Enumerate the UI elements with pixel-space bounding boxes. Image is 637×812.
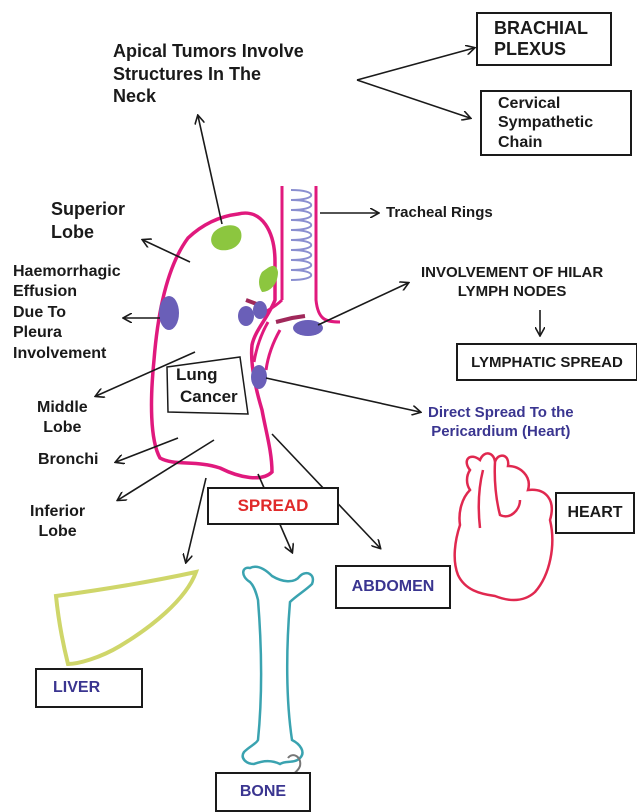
apical-line-1: Apical Tumors Involve [113, 40, 304, 63]
apical-line-2: Structures In The [113, 63, 304, 86]
lung-cancer-label: Lung Cancer [176, 364, 238, 408]
lymphatic-spread-box: LYMPHATIC SPREAD [456, 343, 637, 381]
abdomen-box: ABDOMEN [335, 565, 451, 609]
haem-line-3: Due To [13, 303, 121, 323]
inferior-line-1: Inferior [30, 502, 85, 522]
tracheal-rings-label: Tracheal Rings [386, 204, 493, 223]
haem-line-4: Pleura [13, 323, 121, 343]
lymph-node [293, 320, 323, 336]
brachial-plexus-box: BRACHIAL PLEXUS [476, 12, 612, 66]
liver-box: LIVER [35, 668, 143, 708]
lymph-node [238, 306, 254, 326]
bone-box: BONE [215, 772, 311, 812]
superior-lobe-label: Superior Lobe [51, 198, 125, 243]
cervical-line-2: Sympathetic [498, 113, 593, 132]
cervical-chain-box: Cervical Sympathetic Chain [480, 90, 632, 156]
lung-cancer-line-2: Cancer [176, 386, 238, 408]
brachial-line-1: BRACHIAL [494, 18, 588, 39]
haem-line-2: Effusion [13, 282, 121, 302]
hilar-line-1: INVOLVEMENT OF HILAR [421, 264, 603, 283]
apical-tumors-label: Apical Tumors Involve Structures In The … [113, 40, 304, 108]
pericardium-line-1: Direct Spread To the [428, 404, 574, 423]
middle-line-2: Lobe [37, 418, 88, 438]
pericardium-line-2: Pericardium (Heart) [428, 423, 574, 442]
spread-box: SPREAD [207, 487, 339, 525]
superior-line-1: Superior [51, 198, 125, 221]
middle-line-1: Middle [37, 398, 88, 418]
middle-lobe-label: Middle Lobe [37, 398, 88, 438]
liver-icon [56, 572, 196, 664]
cervical-line-3: Chain [498, 133, 542, 152]
brachial-line-2: PLEXUS [494, 39, 566, 60]
hilar-nodes-label: INVOLVEMENT OF HILAR LYMPH NODES [421, 264, 603, 302]
haem-line-1: Haemorrhagic [13, 262, 121, 282]
bone-icon [243, 567, 313, 764]
heart-box: HEART [555, 492, 635, 534]
pericardium-label: Direct Spread To the Pericardium (Heart) [428, 404, 574, 442]
cervical-line-1: Cervical [498, 94, 560, 113]
inferior-line-2: Lobe [30, 522, 85, 542]
bronchi-label: Bronchi [38, 450, 98, 470]
apical-tumor [211, 225, 241, 250]
lymph-node [253, 301, 267, 319]
heart-icon [455, 453, 553, 600]
lung-cancer-line-1: Lung [176, 364, 238, 386]
apical-line-3: Neck [113, 85, 304, 108]
lymph-node [251, 365, 267, 389]
haem-line-5: Involvement [13, 344, 121, 364]
hilar-line-2: LYMPH NODES [421, 283, 603, 302]
superior-line-2: Lobe [51, 221, 125, 244]
haemorrhagic-effusion-label: Haemorrhagic Effusion Due To Pleura Invo… [13, 262, 121, 364]
lymph-node [159, 296, 179, 330]
inferior-lobe-label: Inferior Lobe [30, 502, 85, 542]
